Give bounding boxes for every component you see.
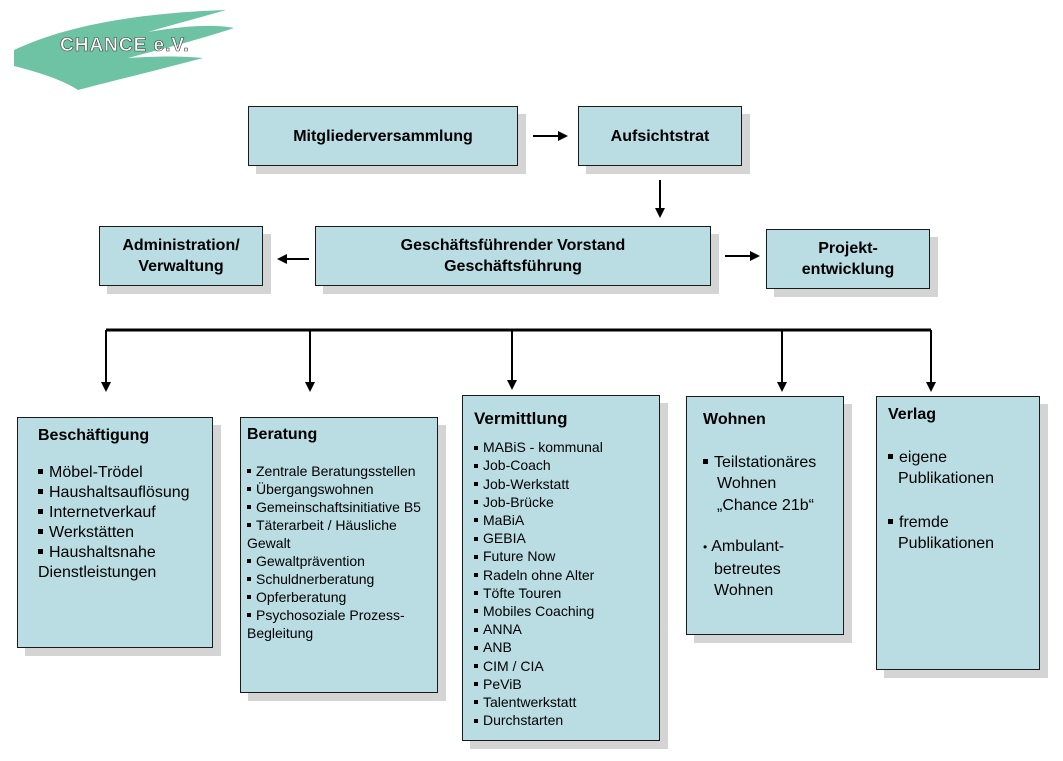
logo-text: CHANCE e.V.	[60, 35, 190, 56]
list-item: Future Now	[474, 547, 659, 565]
list-item: Gemeinschaftsinitiative B5	[247, 498, 437, 516]
beschaeftigung-box: Beschäftigung Möbel-Trödel Haushaltsaufl…	[17, 417, 213, 648]
mitgliederversammlung-label: Mitgliederversammlung	[293, 127, 473, 145]
list-item: Gewaltprävention	[247, 552, 437, 570]
list-item: Haushaltsauflösung	[38, 483, 212, 503]
list-item: Job-Brücke	[474, 493, 659, 511]
projektentwicklung-label-1: Projekt-	[818, 240, 878, 257]
list-item-continuation: Dienstleistungen	[38, 564, 157, 581]
list-item-continuation: Wohnen	[717, 475, 777, 492]
list-item-continuation: „Chance 21b“	[717, 496, 814, 514]
list-item: Talentwerkstatt	[474, 693, 659, 711]
list-item: Täterarbeit / Häusliche	[247, 516, 437, 534]
list-item: Durchstarten	[474, 711, 659, 729]
list-item: Job-Werkstatt	[474, 475, 659, 493]
list-item-continuation: Wohnen	[714, 582, 774, 599]
list-item: Haushaltsnahe	[38, 543, 212, 563]
list-item: Werkstätten	[38, 523, 212, 543]
list-item: ANB	[474, 638, 659, 656]
list-item: eigene	[888, 447, 1039, 469]
aufsichtsrat-box: Aufsichtstrat	[578, 106, 742, 166]
list-item: Übergangswohnen	[247, 480, 437, 498]
list-item-continuation: Begleitung	[247, 625, 314, 641]
list-item: CIM / CIA	[474, 657, 659, 675]
list-item-continuation: Publikationen	[898, 535, 995, 552]
list-item: Opferberatung	[247, 588, 437, 606]
list-item-continuation: Publikationen	[898, 470, 995, 487]
verlag-title: Verlag	[888, 406, 937, 423]
administration-box: Administration/ Verwaltung	[99, 226, 263, 286]
list-item: GEBIA	[474, 529, 659, 547]
list-item: Mobiles Coaching	[474, 602, 659, 620]
list-item: ANNA	[474, 620, 659, 638]
mitgliederversammlung-box: Mitgliederversammlung	[248, 106, 518, 166]
vorstand-label-2: Geschäftsführung	[444, 258, 582, 275]
list-item: Teilstationäres	[703, 452, 843, 474]
beratung-box: Beratung Zentrale Beratungsstellen Überg…	[240, 417, 438, 693]
list-item: Radeln ohne Alter	[474, 566, 659, 584]
logo-brush-shape	[14, 10, 234, 90]
list-item: PeViB	[474, 675, 659, 693]
list-item: Internetverkauf	[38, 503, 212, 523]
chance-logo: CHANCE e.V.	[14, 10, 234, 90]
beschaeftigung-title: Beschäftigung	[38, 427, 150, 444]
beratung-title: Beratung	[247, 426, 318, 443]
vorstand-label-1: Geschäftsführender Vorstand	[400, 237, 626, 254]
list-item-continuation: betreutes	[714, 560, 781, 578]
administration-label-1: Administration/	[122, 237, 240, 254]
wohnen-box: Wohnen Teilstationäres Wohnen „Chance 21…	[686, 396, 844, 635]
list-item: Töfte Touren	[474, 584, 659, 602]
projektentwicklung-label-2: entwicklung	[801, 261, 895, 278]
list-item: MABiS - kommunal	[474, 438, 659, 456]
administration-label-2: Verwaltung	[138, 258, 224, 275]
aufsichtsrat-label: Aufsichtstrat	[610, 127, 710, 145]
list-item: fremde	[888, 512, 1039, 534]
list-item: Möbel-Trödel	[38, 463, 212, 483]
vermittlung-box: Vermittlung MABiS - kommunal Job-Coach J…	[462, 395, 660, 741]
verlag-box: Verlag eigene Publikationen fremde Publi…	[876, 396, 1040, 670]
vorstand-box: Geschäftsführender Vorstand Geschäftsfüh…	[315, 226, 711, 286]
vermittlung-title: Vermittlung	[474, 409, 568, 428]
list-item: Job-Coach	[474, 456, 659, 474]
list-item: Psychosoziale Prozess-	[247, 606, 437, 624]
projektentwicklung-box: Projekt- entwicklung	[766, 229, 930, 289]
list-item-continuation: Gewalt	[247, 535, 291, 551]
list-item: MaBiA	[474, 511, 659, 529]
list-item: •Ambulant-	[703, 538, 785, 555]
list-item: Zentrale Beratungsstellen	[247, 462, 437, 480]
list-item: Schuldnerberatung	[247, 570, 437, 588]
wohnen-title: Wohnen	[703, 411, 766, 428]
